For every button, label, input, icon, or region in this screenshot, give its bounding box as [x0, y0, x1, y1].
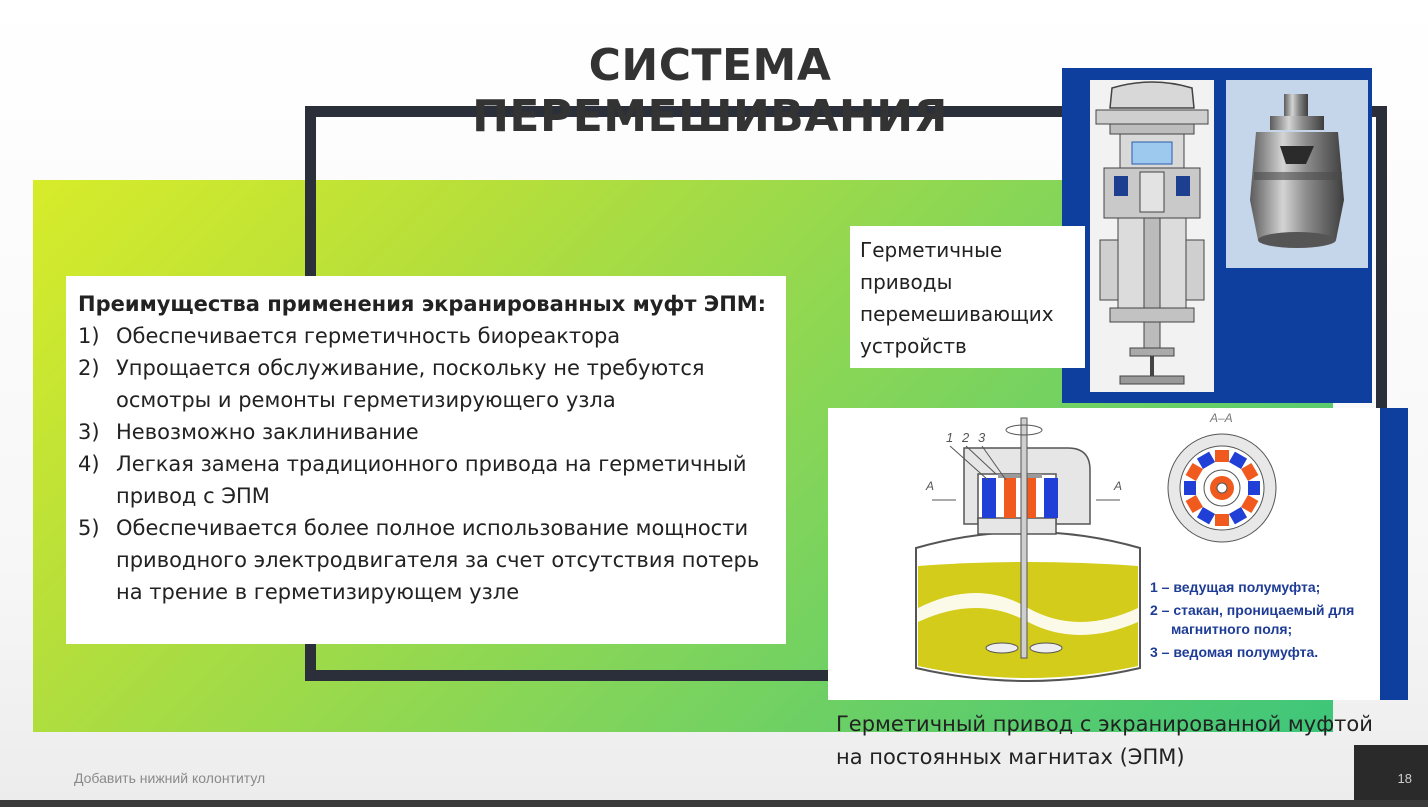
list-item-text: Невозможно заклинивание	[116, 420, 419, 444]
list-item-text: на трение в герметизирующем узле	[116, 580, 520, 604]
ring-magnet	[1241, 462, 1259, 482]
advantages-panel: Преимущества применения экранированных м…	[66, 276, 786, 644]
coupling-diagram-svg: А А 1 2 3 А–А	[915, 411, 1277, 682]
list-item-number: 5)	[78, 516, 100, 540]
caption-line: устройств	[860, 334, 967, 358]
section-label-right: А	[1113, 479, 1122, 493]
drive-photo-svg	[1250, 94, 1344, 248]
ring-magnet	[1248, 481, 1260, 495]
legend-item: магнитного поля;	[1171, 621, 1293, 637]
list-item: 5) Обеспечивается более полное использов…	[78, 512, 772, 608]
list-item-number: 3)	[78, 420, 100, 444]
ring-magnet	[1185, 494, 1203, 514]
list-item-text: Упрощается обслуживание, поскольку не тр…	[116, 356, 705, 380]
ring-magnet	[1185, 462, 1203, 482]
caption-line: приводы	[860, 270, 953, 294]
outer-magnet	[982, 478, 996, 518]
list-item: 3) Невозможно заклинивание	[78, 416, 772, 448]
footer-placeholder: Добавить нижний колонтитул	[74, 770, 266, 786]
section-view-label: А–А	[1209, 411, 1233, 425]
diagram-legend: 1 – ведущая полумуфта; 2 – стакан, прони…	[1150, 578, 1400, 666]
blue-side-stripe	[1380, 408, 1408, 700]
caption-line: на постоянных магнитах (ЭПМ)	[836, 745, 1185, 769]
ring-magnet	[1228, 507, 1248, 525]
advantages-heading: Преимущества применения экранированных м…	[78, 292, 767, 316]
drive-photo	[1226, 80, 1368, 268]
list-item-text: привод с ЭПМ	[116, 484, 270, 508]
section-view	[1167, 433, 1277, 543]
caption-line: Герметичные	[860, 238, 1003, 262]
legend-item: 1 – ведущая полумуфта;	[1150, 579, 1321, 595]
section-label-left: А	[925, 479, 934, 493]
list-item: 4) Легкая замена традиционного привода н…	[78, 448, 772, 512]
sealed-drives-caption: Герметичные приводы перемешивающих устро…	[850, 226, 1085, 368]
ring-magnet	[1196, 507, 1216, 525]
drive-cross-section-drawing	[1090, 80, 1214, 392]
part-number-2: 2	[961, 430, 970, 445]
advantages-list: 1) Обеспечивается герметичность биореакт…	[78, 320, 772, 608]
list-item-text: Легкая замена традиционного привода на г…	[116, 452, 747, 476]
list-item-text: Обеспечивается герметичность биореактора	[116, 324, 621, 348]
ring-magnet	[1241, 494, 1259, 514]
ring-magnet	[1215, 450, 1229, 462]
magnet-ring	[1184, 450, 1260, 526]
bottom-edge	[0, 800, 1428, 807]
legend-item: 3 – ведомая полумуфта.	[1150, 644, 1319, 660]
coupling-caption: Герметичный привод с экранированной муфт…	[836, 708, 1416, 774]
drive-drawing-svg	[1095, 81, 1209, 385]
list-item-number: 1)	[78, 324, 100, 348]
caption-line: Герметичный привод с экранированной муфт…	[836, 712, 1373, 736]
ring-magnet	[1196, 451, 1216, 469]
list-item-text: Обеспечивается более полное использовани…	[116, 516, 749, 540]
coupling-diagram-panel: А А 1 2 3 А–А	[828, 408, 1380, 700]
slide-title: СИСТЕМА ПЕРЕМЕШИВАНИЯ	[472, 40, 948, 142]
list-item-number: 4)	[78, 452, 100, 476]
list-item: 2) Упрощается обслуживание, поскольку не…	[78, 352, 772, 416]
legend-item: 2 – стакан, проницаемый для	[1150, 602, 1355, 618]
inner-magnet	[1004, 478, 1016, 518]
ring-magnet	[1184, 481, 1196, 495]
outer-magnet	[1044, 478, 1058, 518]
list-item: 1) Обеспечивается герметичность биореакт…	[78, 320, 772, 352]
caption-line: перемешивающих	[860, 302, 1054, 326]
list-item-number: 2)	[78, 356, 100, 380]
page-number: 18	[1354, 745, 1428, 807]
ring-magnet	[1215, 514, 1229, 526]
part-number-1: 1	[946, 430, 953, 445]
list-item-text: приводного электродвигателя за счет отсу…	[116, 548, 760, 572]
list-item-text: осмотры и ремонты герметизирующего узла	[116, 388, 616, 412]
ring-magnet	[1228, 451, 1248, 469]
part-number-3: 3	[978, 430, 986, 445]
